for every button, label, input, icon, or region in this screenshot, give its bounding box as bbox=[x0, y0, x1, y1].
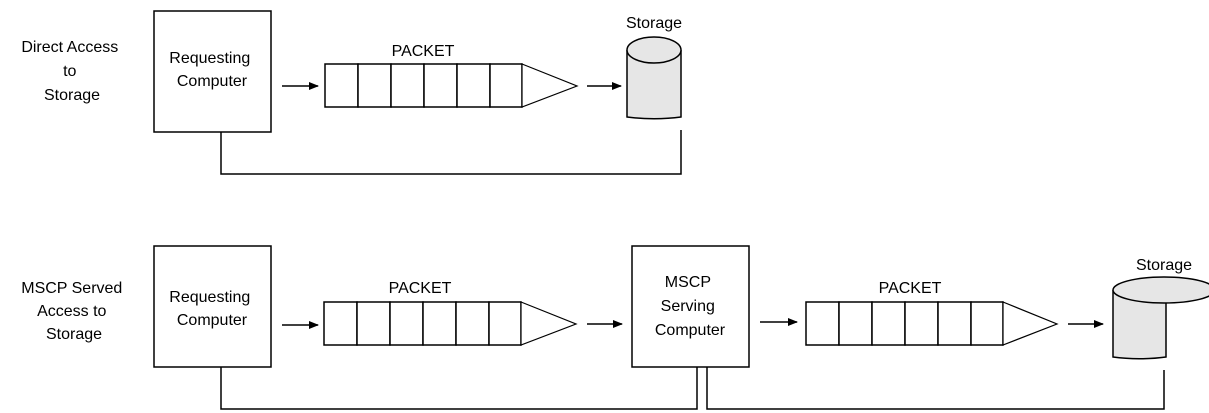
packet-cell bbox=[970, 301, 1004, 346]
packet-cell bbox=[489, 63, 523, 108]
requesting-computer-label: Requesting Computer bbox=[169, 50, 254, 90]
packet bbox=[324, 63, 579, 108]
mscp-serving-computer-box bbox=[631, 245, 750, 368]
mscp-access-caption: MSCP Served Access to Storage bbox=[21, 280, 127, 343]
packet-cell bbox=[422, 301, 457, 346]
mscp-serving-computer-label: MSCP Serving Computer bbox=[655, 274, 726, 339]
packet-cell bbox=[904, 301, 939, 346]
packet-cell bbox=[805, 301, 840, 346]
packet-label: PACKET bbox=[392, 43, 455, 60]
direct-connection-line bbox=[220, 130, 682, 175]
requester-to-server-line bbox=[220, 367, 698, 410]
storage-label: Storage bbox=[1136, 257, 1192, 274]
packet bbox=[323, 301, 578, 346]
direct-access-row: Direct Access to Storage Requesting Comp… bbox=[21, 10, 682, 175]
packet-cell bbox=[871, 301, 906, 346]
packet-cell bbox=[357, 63, 392, 108]
packet-cell bbox=[456, 63, 491, 108]
direct-access-caption: Direct Access to Storage bbox=[21, 39, 122, 104]
packet-cell bbox=[488, 301, 522, 346]
server-to-storage-line bbox=[706, 367, 1165, 410]
packet bbox=[805, 301, 1059, 346]
packet-cell bbox=[455, 301, 490, 346]
storage-label: Storage bbox=[626, 15, 682, 32]
mscp-access-row: MSCP Served Access to Storage Requesting… bbox=[21, 245, 1209, 410]
packet-cell bbox=[838, 301, 873, 346]
packet-cell bbox=[356, 301, 391, 346]
requesting-computer-label: Requesting Computer bbox=[169, 289, 254, 329]
storage-disk-icon bbox=[626, 36, 682, 120]
packet-cell bbox=[389, 301, 424, 346]
packet-tip bbox=[521, 63, 579, 108]
requesting-computer-box bbox=[153, 10, 272, 133]
packet-cell bbox=[323, 301, 358, 346]
packet-tip bbox=[1002, 301, 1059, 346]
packet-cell bbox=[324, 63, 359, 108]
packet-cell bbox=[390, 63, 425, 108]
storage-disk-icon bbox=[1112, 276, 1209, 360]
packet-tip bbox=[520, 301, 578, 346]
packet-cell bbox=[937, 301, 972, 346]
packet-label: PACKET bbox=[389, 280, 452, 297]
packet-label: PACKET bbox=[879, 280, 942, 297]
requesting-computer-box bbox=[153, 245, 272, 368]
packet-cell bbox=[423, 63, 458, 108]
